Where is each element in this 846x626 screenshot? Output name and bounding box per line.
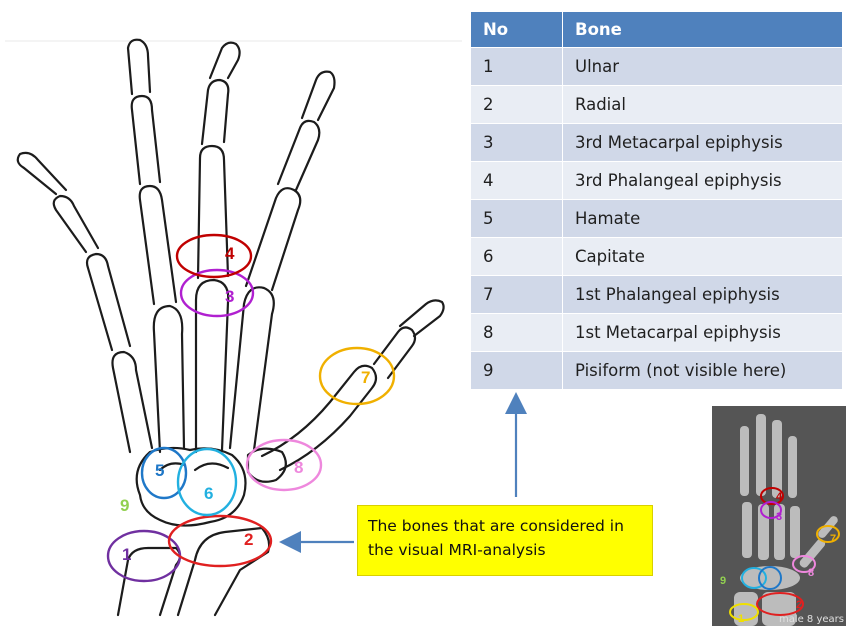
cell-bone: Pisiform (not visible here) bbox=[563, 352, 843, 390]
ring-1st-phalangeal-epiphysis bbox=[320, 348, 394, 404]
table-header-row: No Bone bbox=[471, 12, 843, 48]
cell-no: 6 bbox=[471, 238, 563, 276]
cell-bone: Radial bbox=[563, 86, 843, 124]
label-2: 2 bbox=[244, 530, 253, 549]
xray-label-7: 7 bbox=[830, 533, 836, 545]
cell-no: 4 bbox=[471, 162, 563, 200]
cell-bone: 3rd Phalangeal epiphysis bbox=[563, 162, 843, 200]
cell-no: 5 bbox=[471, 200, 563, 238]
label-7: 7 bbox=[361, 368, 370, 387]
cell-no: 8 bbox=[471, 314, 563, 352]
xray-image: 4 3 7 8 9 2 1 bbox=[712, 406, 846, 626]
callout-box: The bones that are considered in the vis… bbox=[357, 505, 653, 576]
label-9: 9 bbox=[120, 496, 129, 515]
header-bone: Bone bbox=[563, 12, 843, 48]
xray-label-2: 2 bbox=[796, 599, 802, 611]
cell-no: 1 bbox=[471, 48, 563, 86]
cell-bone: 3rd Metacarpal epiphysis bbox=[563, 124, 843, 162]
cell-no: 9 bbox=[471, 352, 563, 390]
cell-bone: 1st Phalangeal epiphysis bbox=[563, 276, 843, 314]
cell-bone: Capitate bbox=[563, 238, 843, 276]
ring-radial bbox=[169, 516, 271, 566]
cell-no: 7 bbox=[471, 276, 563, 314]
cell-no: 2 bbox=[471, 86, 563, 124]
label-6: 6 bbox=[204, 484, 213, 503]
ring-1st-metacarpal-epiphysis bbox=[247, 440, 321, 490]
xray-thumbnail: 4 3 7 8 9 2 1 male 8 years bbox=[712, 406, 846, 626]
label-8: 8 bbox=[294, 458, 303, 477]
xray-label-4: 4 bbox=[776, 491, 783, 503]
label-3: 3 bbox=[225, 287, 234, 306]
cell-bone: Hamate bbox=[563, 200, 843, 238]
label-4: 4 bbox=[225, 244, 235, 263]
cell-bone: Ulnar bbox=[563, 48, 843, 86]
cell-bone: 1st Metacarpal epiphysis bbox=[563, 314, 843, 352]
xray-caption: male 8 years bbox=[779, 614, 844, 625]
xray-label-9: 9 bbox=[720, 575, 726, 587]
xray-label-8: 8 bbox=[808, 567, 814, 579]
cell-no: 3 bbox=[471, 124, 563, 162]
label-5: 5 bbox=[155, 461, 164, 480]
xray-label-3: 3 bbox=[776, 511, 782, 523]
header-no: No bbox=[471, 12, 563, 48]
label-1: 1 bbox=[122, 545, 131, 564]
xray-label-1: 1 bbox=[738, 613, 744, 625]
ring-capitate bbox=[178, 449, 236, 515]
